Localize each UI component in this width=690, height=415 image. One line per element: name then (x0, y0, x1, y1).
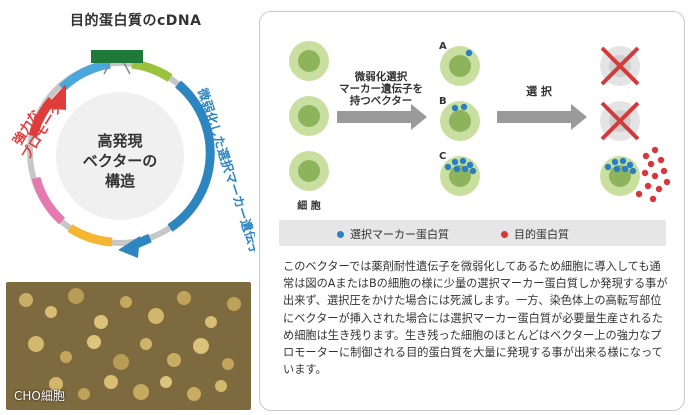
cell-column-transfected (440, 46, 480, 196)
cho-cell-photo: CHO細胞 (6, 282, 251, 410)
target-dot-icon (501, 230, 508, 238)
step1-label-line3: 持つベクター (350, 94, 413, 107)
arrow-selection (497, 104, 587, 130)
dead-cell-b (600, 101, 640, 141)
center-label-line1: 高発現 (97, 132, 142, 150)
plasmid-title: 目的蛋白質のcDNA (70, 13, 202, 29)
segment-weak-marker (167, 80, 215, 232)
center-label-line2: ベクターの (83, 152, 157, 170)
photo-label: CHO細胞 (14, 389, 65, 403)
legend-target-label: 目的蛋白質 (514, 228, 569, 241)
step2-label: 選 択 (526, 84, 553, 98)
step1-label-line1: 微弱化選択 (354, 70, 408, 83)
arrow-vector-introduction (337, 104, 427, 130)
description-text: このベクターでは薬剤耐性遺伝子を微弱化してあるため細胞に導入しても通常は図のAま… (283, 260, 668, 377)
cdna-block (91, 50, 143, 63)
surviving-cell-c (600, 156, 640, 196)
legend-marker-label: 選択マーカー蛋白質 (350, 228, 449, 241)
legend: 選択マーカー蛋白質 目的蛋白質 (279, 220, 666, 246)
plasmid-center-disc (56, 92, 184, 220)
marker-dot-icon (337, 230, 344, 238)
legend-item-marker: 選択マーカー蛋白質 (337, 226, 449, 242)
legend-item-target: 目的蛋白質 (501, 226, 569, 242)
photo-cell-cluster (19, 288, 241, 401)
plasmid-diagram: 高発現 ベクターの 構造 強力な プロモーター 微弱化した選択マーカー遺伝子 (10, 50, 255, 258)
letter-a: A (439, 41, 447, 52)
cell-column-initial (289, 41, 329, 191)
dead-cell-a (600, 46, 640, 86)
selection-diagram: 細 胞 微弱化選択 マーカー遺伝子を 持つベクター A B C 選 択 (289, 41, 671, 212)
secreted-target-protein (635, 146, 671, 203)
weak-marker-arrowhead (118, 236, 140, 258)
cells-caption: 細 胞 (297, 199, 320, 212)
segment-green (131, 59, 173, 82)
letter-b: B (439, 96, 447, 107)
center-label-line3: 構造 (105, 172, 135, 190)
segment-yellow (67, 224, 113, 247)
letter-c: C (439, 151, 446, 162)
step1-label-line2: マーカー遺伝子を (339, 82, 423, 95)
promoter-arrowhead (44, 84, 66, 110)
segment-pink (31, 176, 66, 225)
